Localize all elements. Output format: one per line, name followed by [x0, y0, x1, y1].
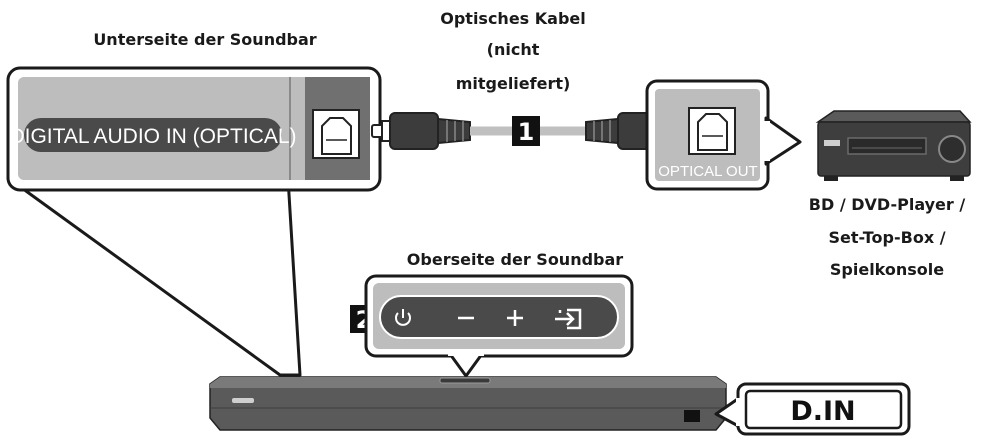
bd-player-device	[815, 110, 972, 181]
digital-audio-in-label: DIGITAL AUDIO IN (OPTICAL)	[9, 125, 296, 148]
top-panel-callout	[364, 274, 634, 378]
top-side-label: Oberseite der Soundbar	[407, 250, 623, 269]
optical-plug-icon	[371, 112, 471, 150]
player-label-line2: Set-Top-Box /	[828, 228, 945, 247]
din-callout: D.IN	[714, 382, 911, 436]
cable-label-line2: (nicht	[487, 40, 540, 59]
digital-audio-in-badge	[24, 118, 282, 152]
soundbar	[209, 376, 727, 431]
step-1-number: 1	[518, 118, 535, 146]
player-label-line1: BD / DVD-Player /	[809, 195, 966, 214]
player-label-line3: Spielkonsole	[830, 260, 944, 279]
bottom-callout: DIGITAL AUDIO IN (OPTICAL)	[6, 66, 382, 377]
input-source-icon	[555, 308, 582, 330]
optical-port-icon	[688, 107, 736, 155]
bottom-side-label: Unterseite der Soundbar	[93, 30, 316, 49]
cable-label-line1: Optisches Kabel	[440, 9, 586, 28]
power-icon	[395, 309, 411, 326]
player-callout: OPTICAL OUT	[645, 79, 802, 191]
optical-port-icon	[312, 109, 360, 159]
optical-cable: 1	[371, 112, 685, 150]
din-display-label: D.IN	[790, 396, 855, 427]
plus-icon	[507, 310, 523, 326]
optical-out-label: OPTICAL OUT	[658, 163, 757, 180]
cable-label-line3: mitgeliefert)	[456, 74, 571, 93]
step-1-badge	[512, 116, 540, 146]
